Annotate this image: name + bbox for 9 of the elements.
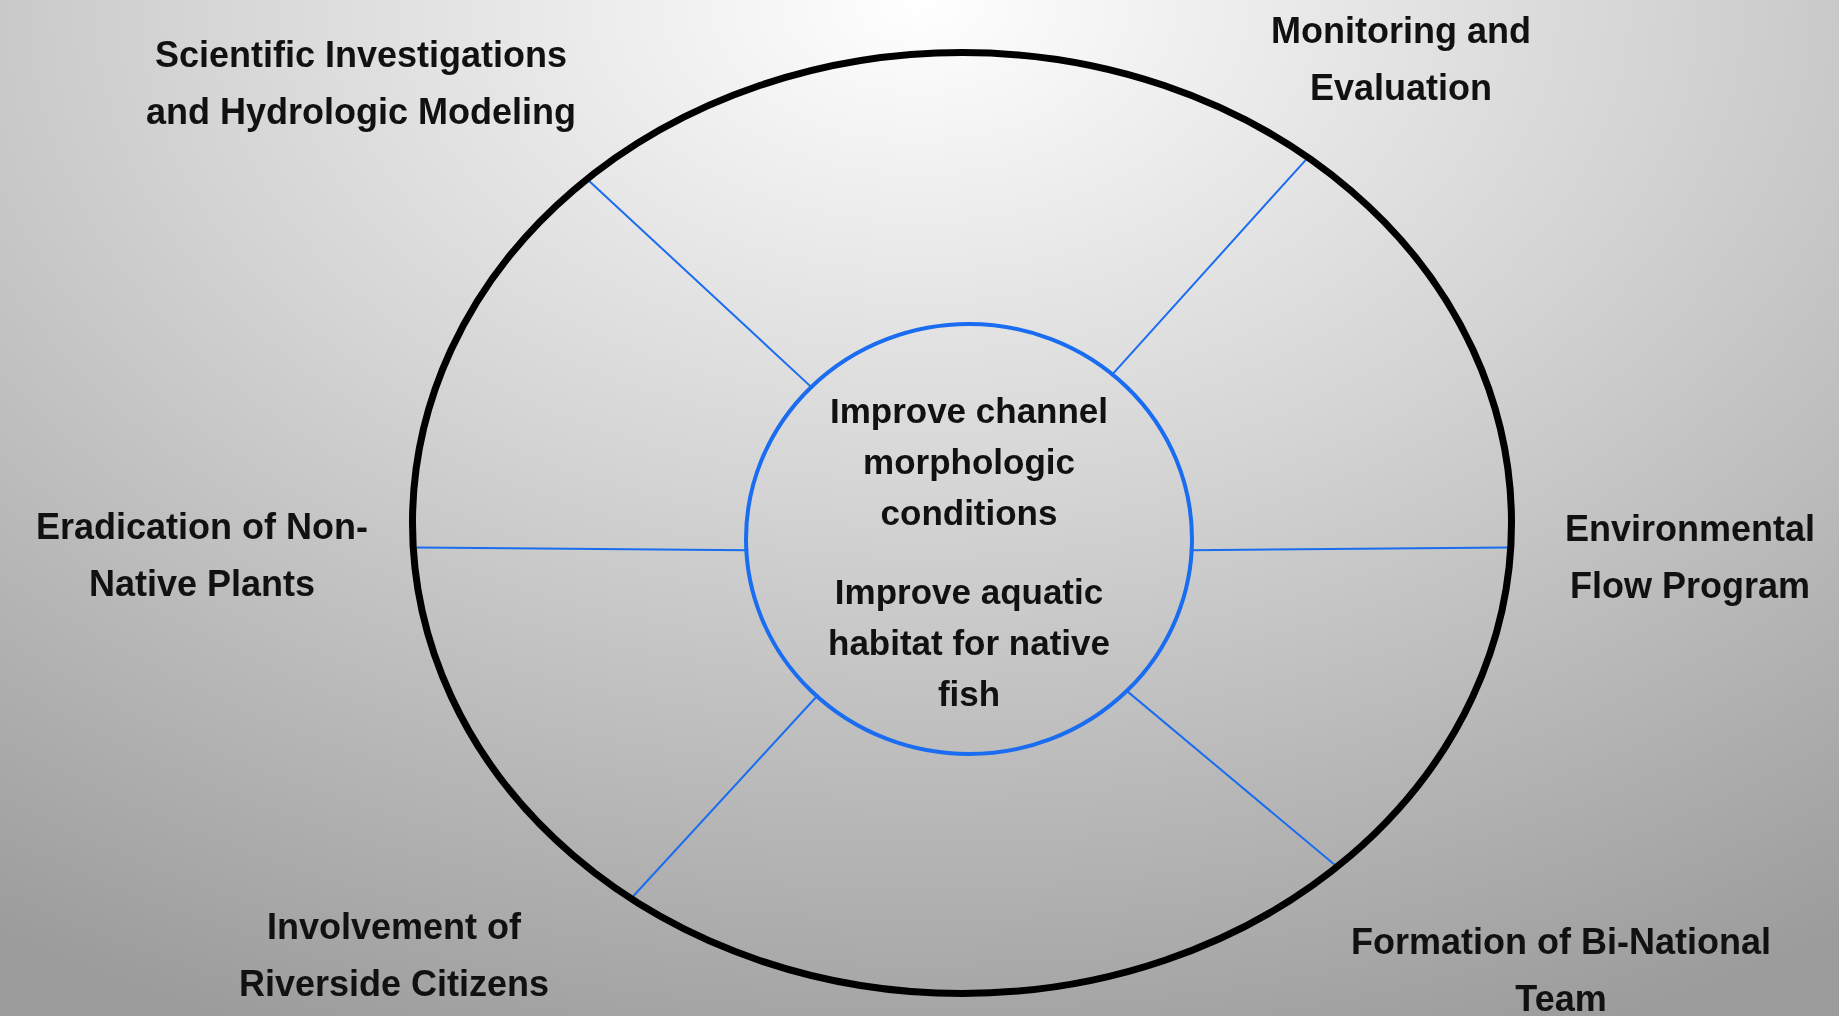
component-label: Eradication of Non-Native Plants [35,505,369,606]
component-label: Formation of Bi-National Team [1350,920,1772,1016]
component-label: Involvement of Riverside Citizens [237,905,551,1006]
component-label: Scientific Investigations and Hydrologic Modeling [145,33,577,134]
component-label: Environmental Flow Program [1563,507,1817,608]
goal-text: Improve channel morphologic conditions [828,390,1110,534]
goal-text: Improve aquatic habitat for native fish [827,571,1111,715]
center-circle [744,322,1194,756]
component-label: Monitoring and Evaluation [1270,9,1532,110]
